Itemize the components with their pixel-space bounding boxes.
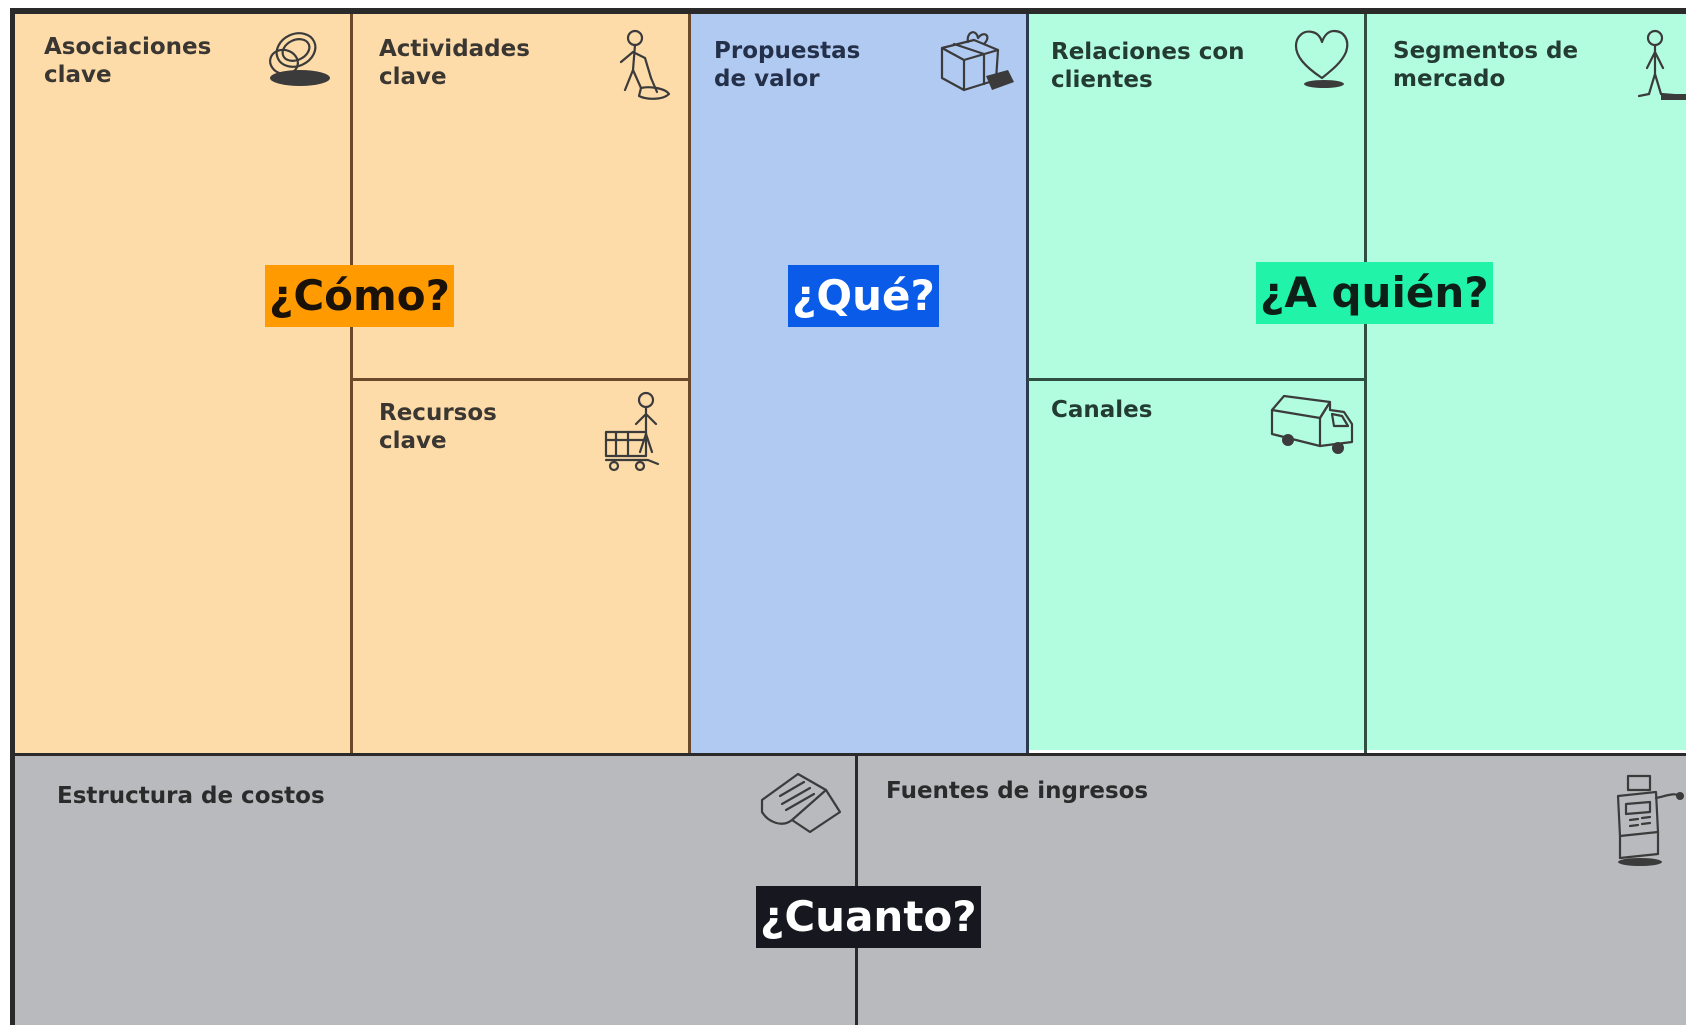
customer-segments-label: Segmentos de mercado (1393, 38, 1579, 92)
key-partners-block (14, 14, 352, 754)
how-much-question-badge: ¿Cuanto? (756, 886, 981, 948)
revenue-streams-label: Fuentes de ingresos (886, 778, 1149, 804)
customer-relationships-label: Relaciones con clientes (1051, 39, 1245, 93)
customer-segments-block (1365, 14, 1686, 750)
key-activities-label: Actividades clave (379, 36, 530, 90)
top-border-line (10, 8, 1686, 14)
key-partners-label: Asociaciones clave (44, 34, 212, 88)
key-resources-label: Recursos clave (379, 400, 497, 454)
divider-line (1364, 14, 1367, 754)
channels-label: Canales (1051, 397, 1153, 423)
left-border-line (10, 8, 15, 1025)
worker-sweeping-icon (605, 28, 673, 104)
person-with-cart-icon (602, 390, 674, 474)
divider-line (14, 753, 1686, 756)
divider-line (1026, 14, 1029, 754)
cost-structure-block (14, 756, 856, 1025)
divider-line (352, 378, 689, 381)
person-standing-icon (1635, 28, 1686, 102)
value-propositions-block (689, 14, 1028, 754)
key-resources-block (352, 380, 689, 754)
gift-box-icon (938, 26, 1016, 96)
cash-register-icon (1610, 772, 1686, 868)
value-propositions-label: Propuestas de valor (714, 38, 861, 92)
cost-structure-label: Estructura de costos (57, 783, 325, 809)
channels-block (1028, 380, 1365, 750)
who-question-badge: ¿A quién? (1256, 262, 1493, 324)
divider-line (350, 14, 353, 754)
divider-line (1028, 378, 1366, 381)
divider-line (688, 14, 691, 754)
linked-rings-icon (260, 24, 338, 88)
receipt-icon (758, 770, 844, 842)
what-question-badge: ¿Qué? (788, 265, 939, 327)
heart-icon (1292, 28, 1352, 90)
revenue-streams-block (856, 756, 1686, 1025)
how-question-badge: ¿Cómo? (265, 265, 455, 327)
delivery-truck-icon (1268, 390, 1354, 460)
